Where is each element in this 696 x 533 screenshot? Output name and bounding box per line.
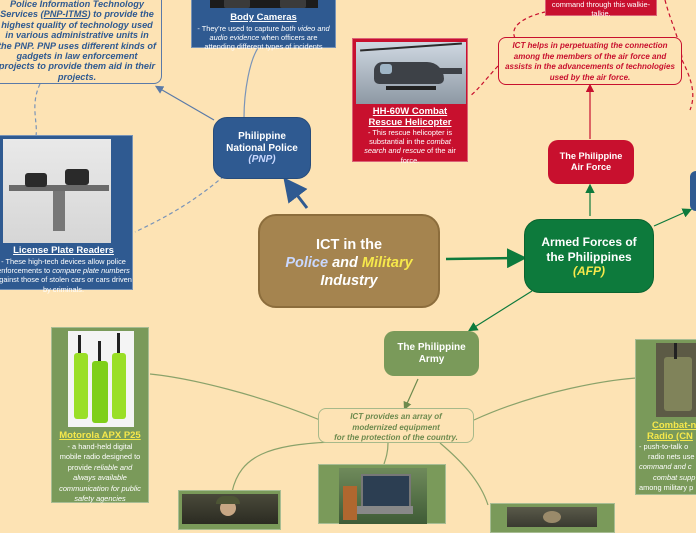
license-plate-readers-card[interactable]: License Plate Readers - These high-tech … xyxy=(0,135,133,294)
afp-node[interactable]: Armed Forces of the Philippines (AFP) xyxy=(524,219,654,293)
air-force-line2: Air Force xyxy=(570,162,612,172)
pnp-note-line1: Police Information Technology xyxy=(10,0,144,9)
body-cameras-title: Body Cameras xyxy=(230,12,297,23)
army-equipment-card-2[interactable] xyxy=(318,464,446,524)
right-branch-node[interactable] xyxy=(690,171,696,211)
helicopter-title-line1: HH-60W Combat xyxy=(372,106,448,117)
walkie-talkie-card[interactable]: command through this walkie-talkie. xyxy=(545,0,657,19)
plate-readers-title: License Plate Readers xyxy=(13,245,114,256)
air-force-line1: The Philippine xyxy=(559,151,623,161)
helicopter-photo xyxy=(356,42,466,104)
pnp-info-note: Police Information Technology Services (… xyxy=(0,0,162,84)
army-equipment-card-3[interactable] xyxy=(490,503,615,533)
cnr-title-line1: Combat-n xyxy=(652,420,696,431)
afp-abbr: (AFP) xyxy=(573,264,605,278)
cnr-title-line2: Radio (CN xyxy=(647,431,693,442)
soldier-photo xyxy=(182,494,278,524)
afp-line1: Armed Forces of xyxy=(541,235,637,249)
motorola-title: Motorola APX P25 xyxy=(59,430,141,441)
pnp-node[interactable]: Philippine National Police (PNP) xyxy=(213,117,311,179)
central-line3: Industry xyxy=(320,273,378,289)
body-cameras-card[interactable]: Body Cameras - They're used to capture b… xyxy=(191,0,336,51)
army-note-line1: ICT provides an array of xyxy=(350,412,442,421)
motorola-radio-card[interactable]: Motorola APX P25 - a hand-held digital m… xyxy=(51,327,149,503)
pnp-line2: National Police xyxy=(226,142,298,154)
combat-net-radio-card[interactable]: Combat-n Radio (CN - push-to-talk o radi… xyxy=(635,339,696,495)
field-equipment-photo xyxy=(507,507,597,527)
army-node[interactable]: The Philippine Army xyxy=(384,331,479,376)
army-note-line2: modernized equipment xyxy=(352,422,440,432)
pnp-note-line5: the PNP. PNP uses different kinds of xyxy=(0,40,157,51)
pnp-note-line7: projects to provide them aid in their xyxy=(0,61,156,72)
plate-reader-photo xyxy=(3,139,111,243)
walkie-talkie-desc: command through this walkie-talkie. xyxy=(551,0,651,19)
pnp-line1: Philippine xyxy=(238,131,286,142)
plate-readers-desc: - These high-tech devices allow police e… xyxy=(0,257,132,294)
central-line1: ICT in the xyxy=(315,237,383,253)
body-cameras-desc: - They're used to capture both video and… xyxy=(197,24,330,52)
connector-lines xyxy=(34,0,694,506)
army-line1: The Philippine xyxy=(397,342,466,353)
pnp-note-line3: highest quality of technology used xyxy=(1,19,153,30)
army-info-note: ICT provides an array of modernized equi… xyxy=(318,408,474,443)
body-camera-photo xyxy=(210,0,318,8)
motorola-desc: - a hand-held digital mobile radio desig… xyxy=(59,442,141,504)
afp-line2: the Philippines xyxy=(546,249,632,264)
central-line2: Police and Military xyxy=(285,255,413,271)
helicopter-card[interactable]: HH-60W Combat Rescue Helicopter - This r… xyxy=(352,38,468,165)
laptop-photo xyxy=(339,468,427,524)
army-note-line3: for the protection of the country. xyxy=(334,433,458,442)
air-force-node[interactable]: The Philippine Air Force xyxy=(548,140,634,184)
army-line2: Army xyxy=(418,353,445,365)
pnp-note-line6: gadgets in law enforcement xyxy=(16,51,138,62)
helicopter-title-line2: Rescue Helicopter xyxy=(368,117,452,128)
air-force-note-text: ICT helps in perpetuating the connection… xyxy=(505,41,675,82)
air-force-info-note: ICT helps in perpetuating the connection… xyxy=(498,37,682,85)
helicopter-desc: - This rescue helicopter is substantial … xyxy=(364,128,456,165)
pnp-abbr: (PNP) xyxy=(248,154,276,165)
pnp-note-line2: Services (PNP-ITMS) to provide the xyxy=(0,9,154,20)
army-equipment-card-1[interactable] xyxy=(178,490,281,530)
pnp-note-line4: in various administrative units in xyxy=(5,30,149,41)
central-topic-node[interactable]: ICT in the Police and Military Industry xyxy=(258,214,440,308)
combat-radio-photo xyxy=(656,343,696,417)
cnr-desc: - push-to-talk o radio nets use command … xyxy=(639,442,696,492)
motorola-radio-photo xyxy=(68,331,134,427)
pnp-note-line8: projects. xyxy=(57,71,97,82)
